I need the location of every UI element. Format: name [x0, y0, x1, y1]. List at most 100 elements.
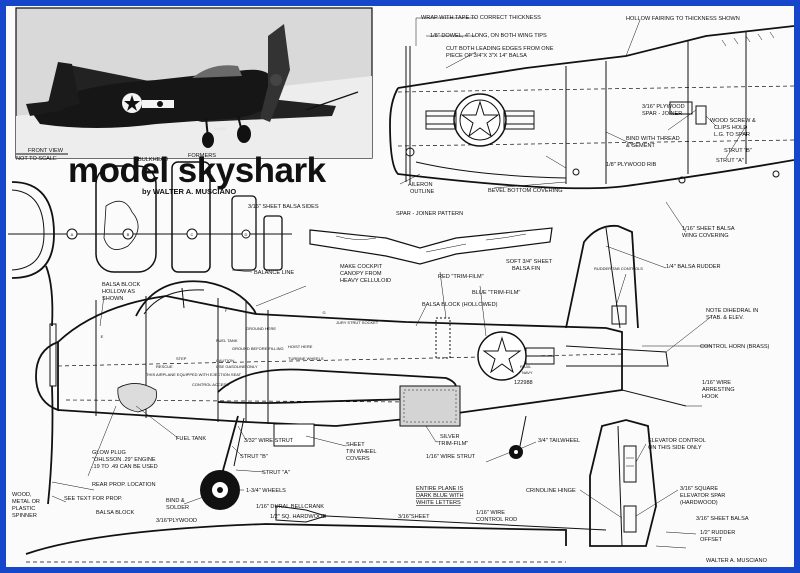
callout-entire-plane-1: ENTIRE PLANE IS: [416, 486, 464, 492]
callout-cut-edges-1: CUT BOTH LEADING EDGES FROM ONE: [446, 46, 554, 52]
stencil-fuel-tank: FUEL TANK: [216, 338, 238, 343]
callout-cut-edges-2: PIECE OF 3/4"X 3"X 14" BALSA: [446, 53, 527, 59]
front-view-note: NOT TO SCALE: [16, 156, 57, 162]
callout-wire-strut: 3/32" WIRE STRUT: [244, 438, 294, 444]
stencil-ground-here: GROUND HERE: [246, 326, 276, 331]
callout-rudder-offset-1: 1/2" RUDDER: [700, 530, 735, 536]
callout-plywood-spar-1: 3/16" PLYWOOD: [642, 104, 685, 110]
callout-bind-thread-2: & CEMENT: [626, 143, 655, 149]
station-marker-a: A: [71, 232, 74, 237]
plan-signature: WALTER A. MUSCIANO: [706, 558, 768, 564]
callout-rudder-offset-2: OFFSET: [700, 537, 723, 543]
stencil-navy-3: 122988: [514, 380, 533, 386]
bottom-wing-outline: [25, 523, 567, 555]
callout-spinner-3: PLASTIC: [12, 506, 35, 512]
callout-aileron-2: OUTLINE: [410, 189, 435, 195]
callout-soft-fin-1: SOFT 3/4" SHEET: [506, 259, 553, 265]
callout-wheel-covers-2: TIN WHEEL: [346, 449, 376, 455]
callout-plywood-rib: 1/8" PLYWOOD RIB: [606, 162, 657, 168]
fuselage-side-view: GROUND HERE FUEL TANK HOIST HERE TURBINE…: [35, 224, 687, 531]
callout-red-trim: RED "TRIM-FILM": [438, 274, 484, 280]
plan-paper: W/488: [6, 6, 794, 567]
stencil-jury-strut: JURY STRUT SOCKET: [336, 320, 379, 325]
title-suffix: OP: [314, 167, 320, 172]
callout-balsa-block-2: HOLLOW AS: [102, 289, 135, 295]
callout-dowel: 1/8" DOWEL, 4" LONG, ON BOTH WING TIPS: [430, 33, 547, 39]
callout-tailwheel: 3/4" TAILWHEEL: [538, 438, 580, 444]
callout-entire-plane-3: WHITE LETTERS: [416, 500, 461, 506]
callout-arresting-1: 1/16" WIRE: [702, 380, 731, 386]
stencil-turbine: TURBINE WHEELS: [288, 356, 324, 361]
callout-canopy-1: MAKE COCKPIT: [340, 264, 383, 270]
callout-dihedral-1: NOTE DIHEDRAL IN: [706, 308, 758, 314]
callout-balsa-block-3: SHOWN: [102, 296, 123, 302]
callout-plywood-bottom: 3/16"PLYWOOD: [156, 518, 197, 524]
callout-bind-solder-2: SOLDER: [166, 505, 189, 511]
title-block: model skyshark OP by WALTER A. MUSCIANO: [68, 151, 327, 196]
callout-hardwood-sq: 1/2" SQ. HARDWOOD: [270, 514, 326, 520]
callout-dihedral-2: STAB. & ELEV.: [706, 315, 744, 321]
stencil-caution: CAUTION: [216, 358, 234, 363]
callout-strut-b-top: STRUT "B": [724, 148, 752, 154]
callout-spinner-4: SPINNER: [12, 513, 37, 519]
callout-strut-a-top: STRUT "A": [716, 158, 744, 164]
callout-bulkhead: BULKHEAD: [138, 157, 168, 163]
callout-formers: FORMERS: [188, 153, 216, 159]
callout-text-for-prop: SEE TEXT FOR PROP.: [64, 496, 123, 502]
callout-canopy-2: CANOPY FROM: [340, 271, 382, 277]
callout-wing-covering-2: WING COVERING: [682, 233, 729, 239]
callout-entire-plane-2: DARK BLUE WITH: [416, 493, 464, 499]
callout-sheet-balsa-bottom: 3/16" SHEET BALSA: [696, 516, 749, 522]
callout-crinoline: CRINOLINE HINGE: [526, 488, 576, 494]
callout-fuel-tank: FUEL TANK: [176, 436, 206, 442]
callout-wing-covering-1: 1/16" SHEET BALSA: [682, 226, 735, 232]
wing-plan-view: [389, 25, 794, 190]
stencil-hoist: HOIST HERE: [288, 344, 313, 349]
callout-strut-b: STRUT "B": [240, 454, 268, 460]
callout-bind-solder-1: BIND &: [166, 498, 185, 504]
stencil-ejection: THIS AIRPLANE EQUIPPED WITH EJECTION SEA…: [146, 372, 242, 377]
stencil-navy-1: RA30-: [520, 364, 532, 369]
callout-wire-strut-small: 1/16" WIRE STRUT: [426, 454, 476, 460]
callout-plywood-spar-2: SPAR - JOINER: [642, 111, 682, 117]
callout-aileron-1: AILERON: [408, 182, 433, 188]
callout-control-rod-1: 1/16" WIRE: [476, 510, 505, 516]
callout-balsa-hollowed: BALSA BLOCK (HOLLOWED): [422, 302, 498, 308]
callout-arresting-2: ARRESTING: [702, 387, 735, 393]
plan-callouts: BULKHEAD FORMERS 3/16" SHEET BALSA SIDES…: [12, 15, 770, 564]
callout-bind-thread-1: BIND WITH THREAD: [626, 136, 680, 142]
stencil-control-access: CONTROL ACCESS: [192, 382, 229, 387]
callout-glow-plug-3: .19 TO .49 CAN BE USED: [92, 464, 158, 470]
callout-silver-trim-1: SILVER: [440, 434, 459, 440]
photo-serial: W/488: [214, 126, 226, 131]
callout-wood-screw-1: WOOD SCREW &: [710, 118, 756, 124]
station-marker-d: D: [245, 232, 248, 237]
callout-dural-bellcrank: 1/16" DURAL BELLCRANK: [256, 504, 324, 510]
callout-spar-joiner-pattern: SPAR - JOINER PATTERN: [396, 211, 463, 217]
station-marker-c: C: [191, 232, 194, 237]
leader-lines: [51, 17, 747, 549]
callout-sheet-sides: 3/16" SHEET BALSA SIDES: [248, 204, 319, 210]
callout-wheel-covers-3: COVERS: [346, 456, 370, 462]
callout-wood-screw-2: CLIPS HOLD: [714, 125, 747, 131]
callout-rear-prop: REAR PROP. LOCATION: [92, 482, 156, 488]
callout-bevel: BEVEL BOTTOM COVERING: [488, 188, 563, 194]
callout-wood-screw-3: L.G. TO SPAR: [714, 132, 750, 138]
callout-fairing: HOLLOW FAIRING TO THICKNESS SHOWN: [626, 16, 740, 22]
front-view-heading: FRONT VIEW: [28, 148, 64, 154]
author-credit: by WALTER A. MUSCIANO: [142, 187, 236, 196]
callout-rudder-tab: RUDDER TAB CONTROLS: [594, 266, 643, 271]
callout-sheet-bottom: 3/16"SHEET: [398, 514, 430, 520]
callout-balsa-block-1: BALSA BLOCK: [102, 282, 141, 288]
callout-glow-plug-1: GLOW PLUG: [92, 450, 126, 456]
callout-wheels: 1-3/4" WHEELS: [246, 488, 286, 494]
callout-control-rod-2: CONTROL ROD: [476, 517, 517, 523]
callout-strut-a: STRUT "A": [262, 470, 290, 476]
callout-square-spar-1: 3/16" SQUARE: [680, 486, 718, 492]
callout-square-spar-3: (HARDWOOD): [680, 500, 718, 506]
callout-wrap-tape: WRAP WITH TAPE TO CORRECT THICKNESS: [421, 15, 541, 21]
stencil-rescue: RESCUE: [156, 364, 173, 369]
callout-elevator-control-1: ELEVATOR CONTROL: [648, 438, 706, 444]
stabilizer-plan-view: [589, 419, 657, 547]
